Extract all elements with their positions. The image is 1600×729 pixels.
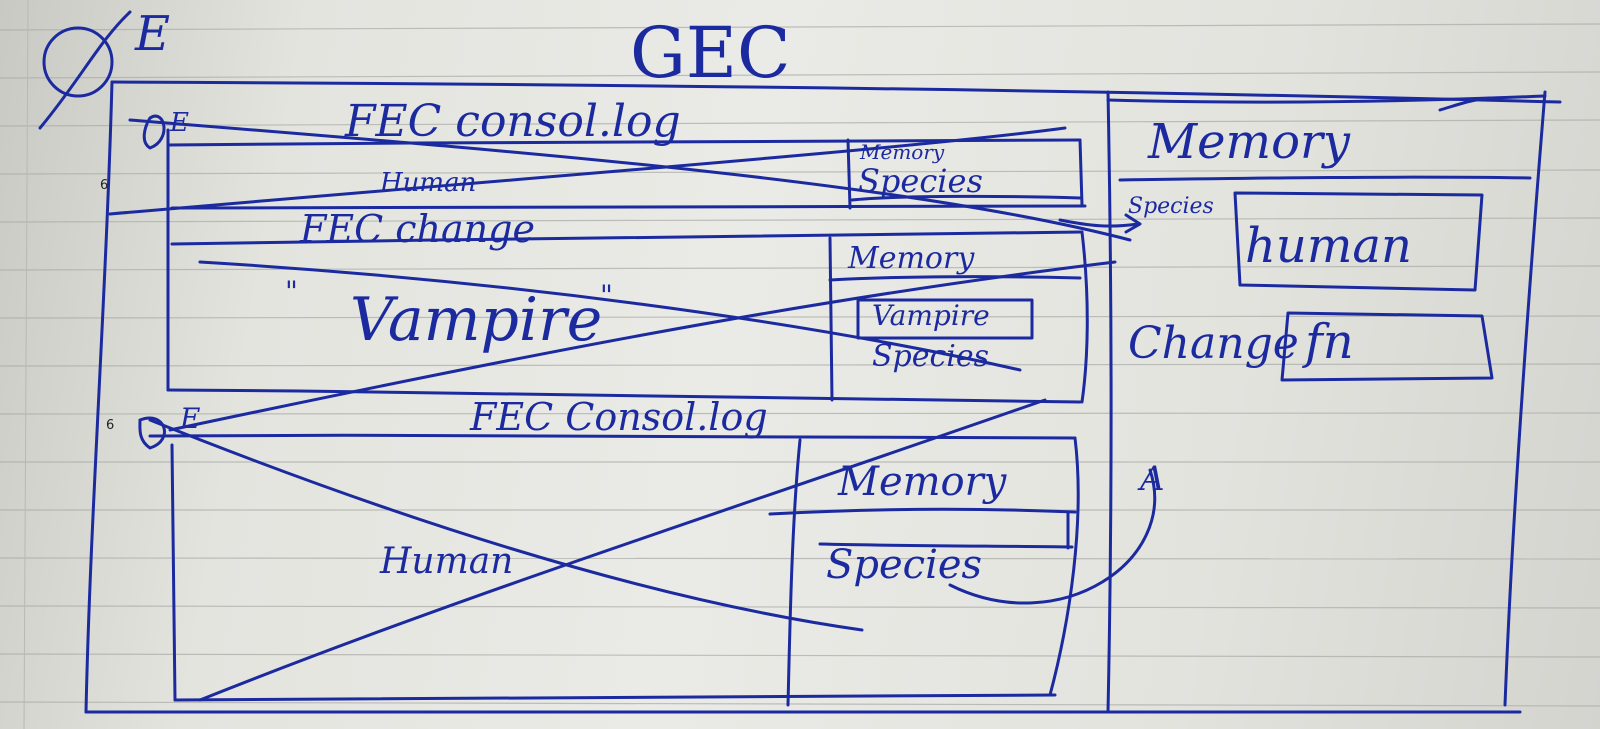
page-title: GEC (630, 12, 791, 94)
change-value: fn (1305, 314, 1354, 370)
fec-1-label: FEC consol.log (345, 96, 681, 147)
fec-3-memory-label: Memory (838, 459, 1007, 505)
memory-panel-divider (1106, 90, 1113, 714)
arrow-from-change (948, 468, 1157, 605)
gec-frame (110, 80, 1562, 104)
memory-panel-title: Memory (1148, 114, 1351, 170)
fec-2-body: Vampire (350, 285, 603, 355)
quote-open: " (285, 275, 298, 308)
memory-panel-note: A (1140, 459, 1165, 499)
fec-1-box (166, 138, 1082, 147)
change-value-box (1280, 311, 1494, 382)
species-value: human (1245, 218, 1412, 274)
fec-3-memory-item: Species (826, 542, 983, 588)
fec-2-memory-label: Memory (848, 241, 975, 276)
quote-close: " (600, 279, 613, 312)
fec-2-memory-item: Species (872, 339, 990, 374)
fec-3-label: FEC Consol.log (470, 395, 768, 439)
fec-2-memory-value: Vampire (872, 299, 990, 332)
arrow-to-species (1058, 218, 1140, 228)
fec-2-box (170, 230, 1084, 246)
fec-2-label: FEC change (300, 207, 535, 251)
fec-1-marker: E (170, 108, 189, 138)
fec-3-marker: E (180, 402, 201, 435)
fec-1-memory-item: Species (858, 162, 983, 200)
fec-3-body: Human (380, 541, 514, 582)
species-key: Species (1128, 194, 1214, 219)
change-key: Change (1128, 318, 1299, 369)
vampire-box (856, 298, 1034, 340)
fec-1-memory-label: Memory (860, 140, 945, 164)
margin-number: 6 (100, 178, 109, 193)
margin-number-2: 6 (106, 418, 115, 433)
fec-1-body: Human (380, 168, 477, 198)
fec-3-box (148, 433, 1077, 440)
corner-marker: E (135, 6, 171, 62)
species-value-box (1233, 191, 1484, 292)
